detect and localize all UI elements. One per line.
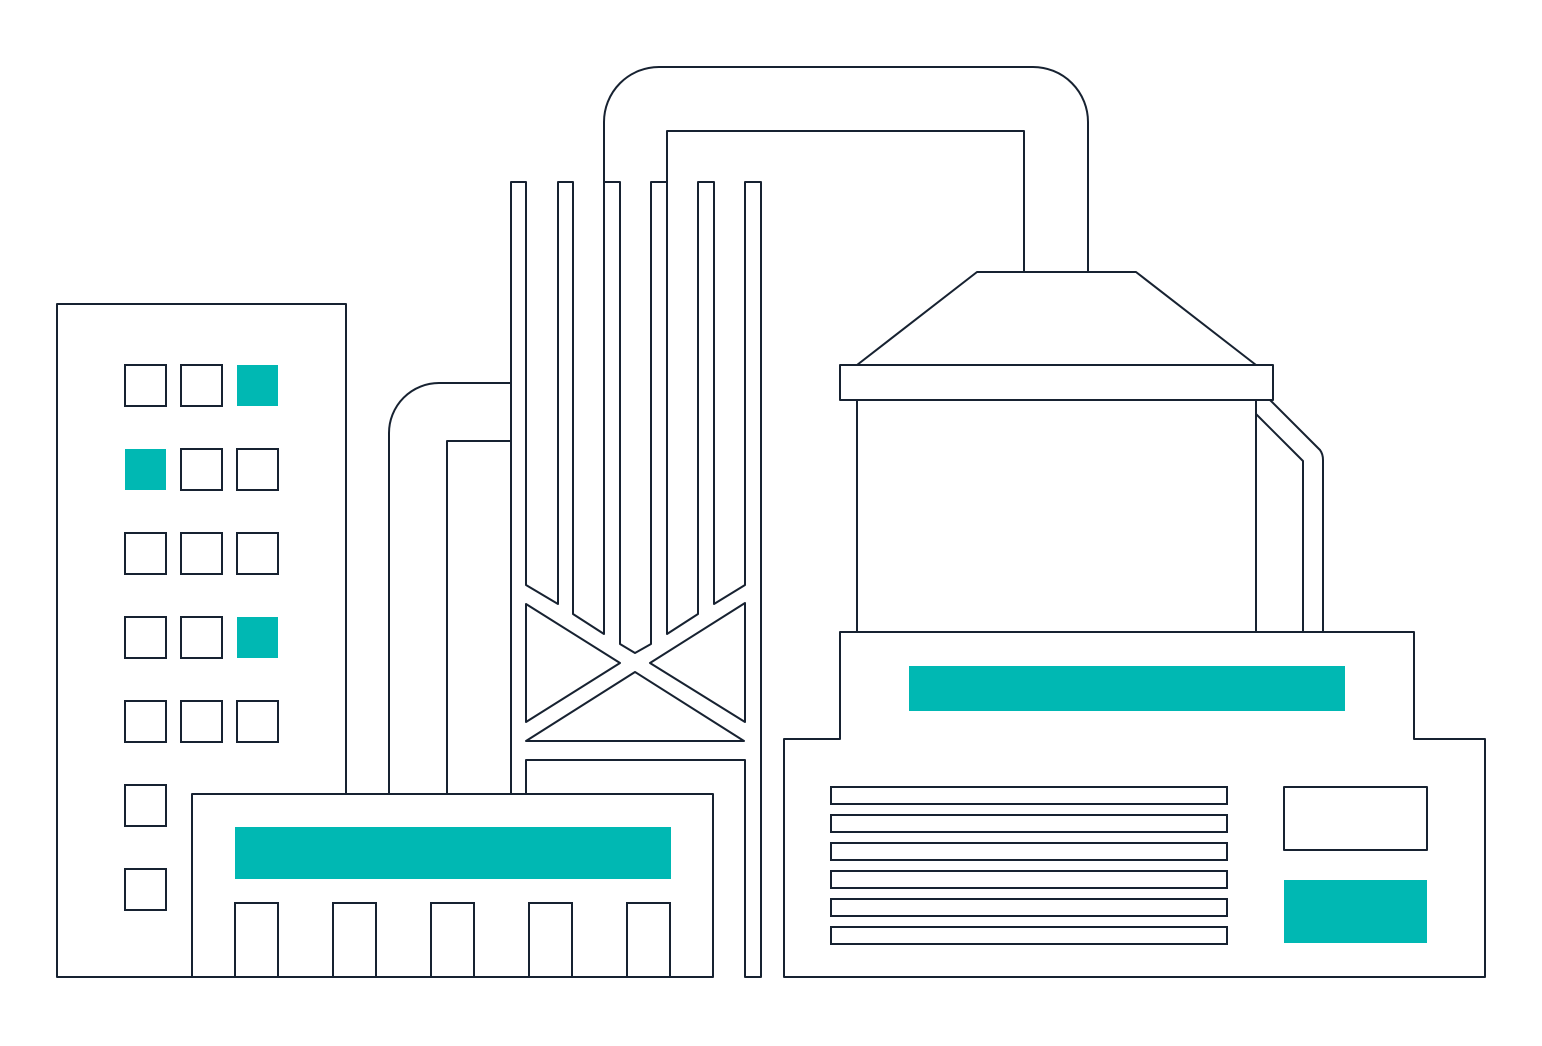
doors [234,902,671,978]
window [236,448,279,491]
window-lit [237,617,278,658]
truss-bottom [525,671,745,742]
accent-panel [1284,880,1427,943]
vent-slats [830,786,1228,945]
door [626,902,671,978]
door [430,902,475,978]
right-building [783,631,1486,978]
storage-tank [839,271,1274,633]
vent-slat [830,786,1228,805]
truss-left [525,603,621,723]
tower-structure [510,181,762,978]
accent-sign [909,666,1345,711]
window [180,700,223,743]
door [234,902,279,978]
window [124,784,167,827]
window [124,616,167,659]
vent-slat [830,814,1228,833]
door [332,902,377,978]
window [236,700,279,743]
window-lit [237,365,278,406]
window [124,700,167,743]
window [180,448,223,491]
vent-slat [830,870,1228,889]
vent-slat [830,898,1228,917]
vent-slat [830,926,1228,945]
window [180,616,223,659]
window [180,532,223,575]
window [124,364,167,407]
side-pipe [388,382,511,794]
lower-building [191,793,714,978]
window-grid [124,364,279,911]
window [236,532,279,575]
panel-box [1283,786,1428,851]
truss-right [649,602,746,723]
door [528,902,573,978]
overhead-pipe [603,66,1089,272]
accent-sign [235,827,671,879]
tank-pipe [1255,399,1324,633]
vent-slat [830,842,1228,861]
window-lit [125,449,166,490]
window [124,868,167,911]
window [124,532,167,575]
window [180,364,223,407]
